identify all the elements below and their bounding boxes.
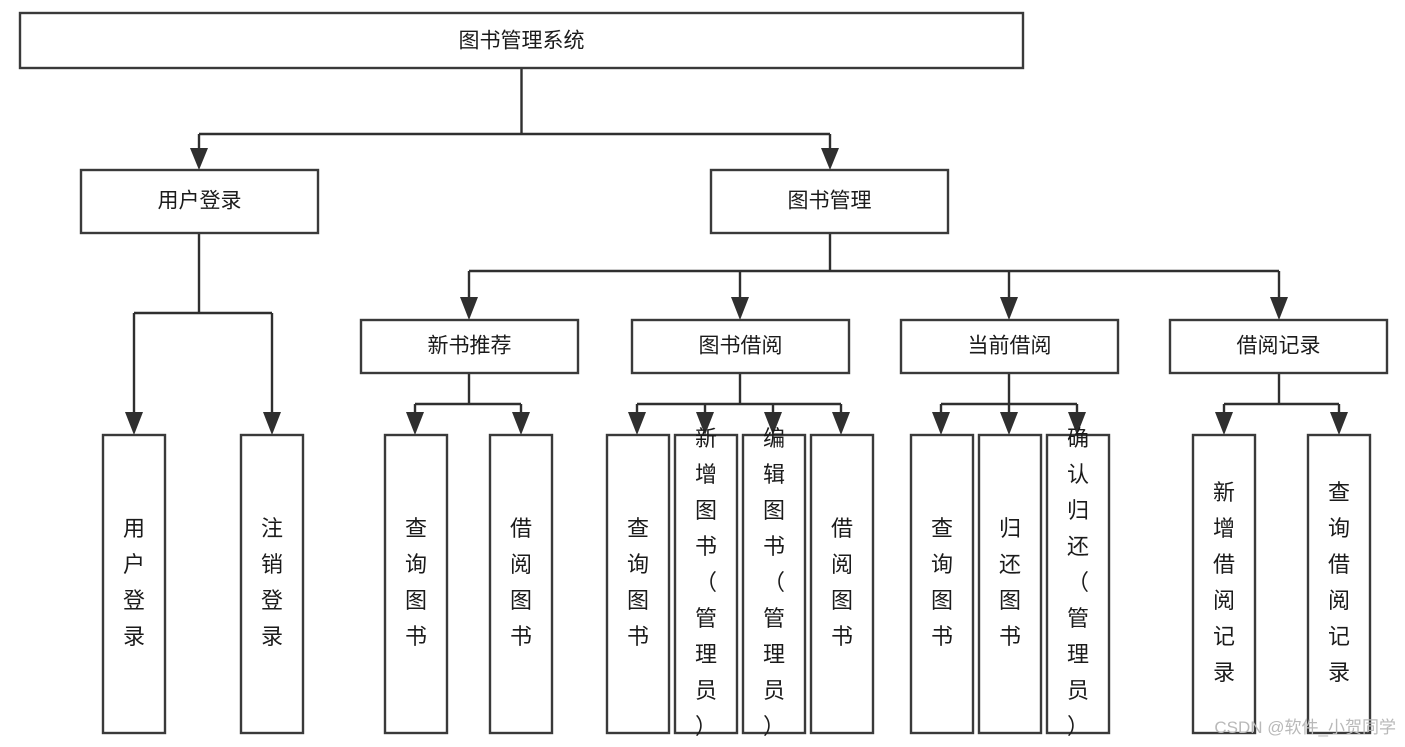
leaf-add-book-label: 新增图书（管理员） <box>695 426 717 739</box>
leaf-logout-label: 注销登录 <box>261 516 283 649</box>
node-book-management-label: 图书管理 <box>788 190 872 213</box>
arrow-to-leaf-confirm-return <box>1068 412 1086 435</box>
leaf-edit-book[interactable]: 编辑图书（管理员） <box>741 426 807 739</box>
leaf-borrow-book-label: 借阅图书 <box>831 516 853 649</box>
node-book-borrow[interactable]: 图书借阅 <box>630 318 851 375</box>
node-borrow-record-label: 借阅记录 <box>1237 335 1321 358</box>
node-new-book-recommend[interactable]: 新书推荐 <box>359 318 580 375</box>
arrow-to-book-manage <box>821 148 839 170</box>
arrow-to-user-login <box>190 148 208 170</box>
arrow-to-leaf-borrow-book-1 <box>512 412 530 435</box>
arrow-to-book-borrow <box>731 297 749 320</box>
node-root-system[interactable]: 图书管理系统 <box>18 11 1025 70</box>
arrow-to-leaf-borrow-book-2 <box>832 412 850 435</box>
leaf-add-book[interactable]: 新增图书（管理员） <box>673 426 739 739</box>
leaf-confirm-return-label: 确认归还（管理员） <box>1067 426 1089 739</box>
leaf-user-login[interactable]: 用户登录 <box>101 433 167 735</box>
arrow-to-leaf-query-book-2 <box>628 412 646 435</box>
arrow-to-leaf-add-book <box>696 412 714 435</box>
node-book-management[interactable]: 图书管理 <box>709 168 950 235</box>
leaf-edit-book-label: 编辑图书（管理员） <box>763 426 785 739</box>
arrow-to-leaf-query-book-3 <box>932 412 950 435</box>
leaf-logout[interactable]: 注销登录 <box>239 433 305 735</box>
node-new-book-recommend-label: 新书推荐 <box>428 335 512 358</box>
arrow-to-leaf-query-book-1 <box>406 412 424 435</box>
node-borrow-record[interactable]: 借阅记录 <box>1168 318 1389 375</box>
leaf-user-login-label: 用户登录 <box>123 516 145 649</box>
leaf-borrow-book-new[interactable]: 借阅图书 <box>488 433 554 735</box>
leaf-query-book-borrow[interactable]: 查询图书 <box>605 433 671 735</box>
leaf-query-book-new[interactable]: 查询图书 <box>383 433 449 735</box>
leaf-return-book[interactable]: 归还图书 <box>977 433 1043 735</box>
leaf-query-book-borrow-label: 查询图书 <box>627 516 649 649</box>
node-user-login[interactable]: 用户登录 <box>79 168 320 235</box>
leaf-query-borrow-record-label: 查询借阅记录 <box>1328 480 1350 685</box>
connector-layer <box>125 68 1348 435</box>
node-user-login-label: 用户登录 <box>158 190 242 213</box>
arrow-to-new-book <box>460 297 478 320</box>
arrow-to-leaf-return-book <box>1000 412 1018 435</box>
node-root-label: 图书管理系统 <box>459 30 585 53</box>
arrow-to-leaf-add-record <box>1215 412 1233 435</box>
leaf-add-borrow-record-label: 新增借阅记录 <box>1213 480 1235 685</box>
arrow-to-current-borrow <box>1000 297 1018 320</box>
arrow-to-leaf-query-record <box>1330 412 1348 435</box>
leaf-return-book-label: 归还图书 <box>999 516 1021 649</box>
csdn-watermark: CSDN @软件_小贺同学 <box>1214 718 1396 737</box>
leaf-confirm-return[interactable]: 确认归还（管理员） <box>1045 426 1111 739</box>
leaf-query-book-current[interactable]: 查询图书 <box>909 433 975 735</box>
arrow-to-leaf-logout <box>263 412 281 435</box>
node-current-borrow[interactable]: 当前借阅 <box>899 318 1120 375</box>
node-current-borrow-label: 当前借阅 <box>968 335 1052 358</box>
leaf-borrow-book[interactable]: 借阅图书 <box>809 433 875 735</box>
arrow-to-leaf-user-login <box>125 412 143 435</box>
node-book-borrow-label: 图书借阅 <box>699 335 783 358</box>
leaf-add-borrow-record[interactable]: 新增借阅记录 <box>1191 433 1257 735</box>
leaf-query-book-new-label: 查询图书 <box>405 516 427 649</box>
leaf-query-borrow-record[interactable]: 查询借阅记录 <box>1306 433 1372 735</box>
leaf-borrow-book-new-label: 借阅图书 <box>510 516 532 649</box>
arrow-to-leaf-edit-book <box>764 412 782 435</box>
leaf-query-book-current-label: 查询图书 <box>931 516 953 649</box>
arrow-to-borrow-record <box>1270 297 1288 320</box>
